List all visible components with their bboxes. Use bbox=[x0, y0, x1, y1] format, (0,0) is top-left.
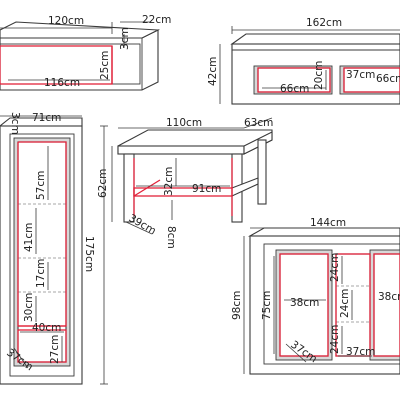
table-shelf-height-label: 8cm bbox=[165, 226, 177, 249]
tv-width-label: 162cm bbox=[306, 17, 342, 29]
table-clearance-label: 32cm bbox=[163, 167, 175, 196]
cabinet-inner-width-label: 40cm bbox=[32, 322, 61, 334]
sideboard-dims: 144cm 98cm 75cm 24cm 38cm 38cm 24cm 24cm… bbox=[231, 217, 400, 374]
tv-drawer-right-label: 66cm bbox=[376, 73, 400, 85]
sideboard-bottom-shelf-label: 24cm bbox=[329, 325, 341, 354]
coffee-table-dims: 110cm 63cm 62cm 32cm 91cm 8cm 39cm bbox=[97, 117, 273, 249]
tv-drawer-height-label: 20cm bbox=[313, 61, 325, 90]
table-shelf-width-label: 91cm bbox=[192, 183, 221, 195]
cabinet-middle-label: 41cm bbox=[23, 223, 35, 252]
cabinet-upper-label: 57cm bbox=[35, 171, 47, 200]
sideboard-top-shelf-label: 24cm bbox=[329, 253, 341, 282]
sideboard-inner-height-label: 75cm bbox=[261, 291, 273, 320]
cabinet-total-height-label: 175cm bbox=[83, 236, 95, 272]
tv-inner-left-label: 37cm bbox=[346, 69, 375, 81]
tall-cabinet bbox=[0, 117, 83, 385]
cabinet-width-label: 71cm bbox=[32, 112, 61, 124]
shelf-inner-width-label: 116cm bbox=[44, 77, 80, 89]
wall-shelf-dims: 120cm 22cm 3cm 25cm 116cm bbox=[0, 14, 171, 89]
table-width-label: 110cm bbox=[166, 117, 202, 129]
sideboard-height-label: 98cm bbox=[231, 291, 243, 320]
sideboard-right-shelf-label: 38cm bbox=[378, 291, 400, 303]
tv-unit-dims: 162cm 42cm 66cm 20cm 37cm 66cm bbox=[207, 17, 400, 104]
wall-shelf bbox=[0, 21, 161, 91]
cabinet-lower-label: 17cm bbox=[35, 259, 47, 288]
sideboard-inner-bottom-label: 37cm bbox=[346, 346, 375, 358]
shelf-depth-label: 22cm bbox=[142, 14, 171, 26]
table-leg-depth-label: 39cm bbox=[127, 212, 158, 237]
table-depth-label: 63cm bbox=[244, 117, 273, 129]
coffee-table bbox=[117, 129, 273, 223]
tv-height-label: 42cm bbox=[207, 57, 219, 86]
cabinet-bottom-section-label: 30cm bbox=[23, 293, 35, 322]
table-height-label: 62cm bbox=[97, 169, 109, 198]
sideboard-mid-shelf-label: 24cm bbox=[339, 289, 351, 318]
cabinet-top-label: 3cm bbox=[9, 112, 21, 135]
tv-unit bbox=[230, 33, 400, 105]
shelf-thickness-label: 3cm bbox=[119, 27, 131, 50]
shelf-width-label: 120cm bbox=[48, 15, 84, 27]
cabinet-base-label: 27cm bbox=[49, 335, 61, 364]
sideboard-width-label: 144cm bbox=[310, 217, 346, 229]
tv-drawer-left-label: 66cm bbox=[280, 83, 309, 95]
sideboard-left-shelf-label: 38cm bbox=[290, 297, 319, 309]
shelf-inner-height-label: 25cm bbox=[99, 51, 111, 80]
